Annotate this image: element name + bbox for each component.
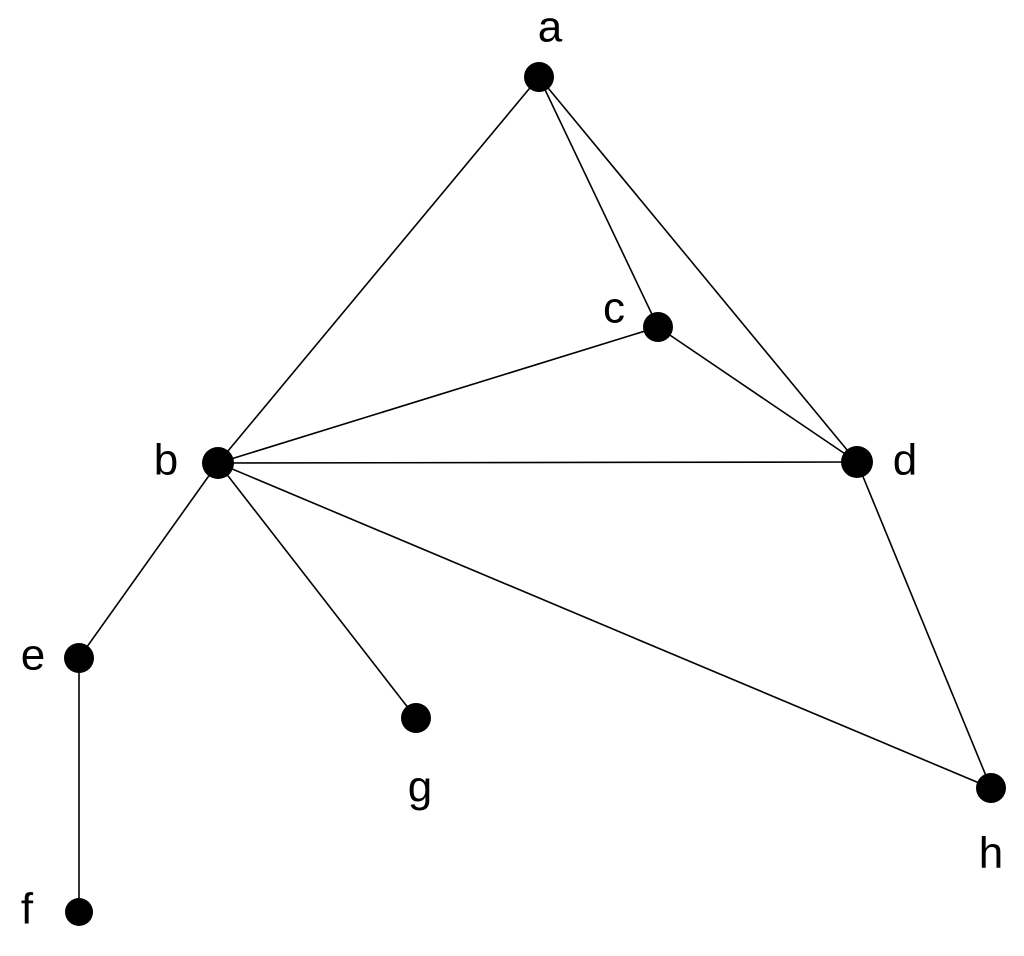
edge-a-d [538,76,858,463]
edges-layer [78,76,992,912]
node-b [202,447,234,479]
edge-b-d [217,461,858,464]
node-label-f: f [21,885,34,934]
nodes-layer [64,62,1006,926]
node-f [65,898,93,926]
node-e [64,643,94,673]
labels-layer: a b c d e f g h [21,3,1003,934]
node-label-d: d [893,436,917,485]
edge-a-b [217,76,540,464]
node-label-b: b [154,436,178,485]
edge-b-g [217,462,417,719]
edge-b-c [217,326,659,464]
node-label-e: e [21,631,45,680]
edge-b-e [78,462,219,659]
edge-a-c [538,76,659,328]
node-label-a: a [538,3,563,52]
node-label-c: c [603,284,625,333]
node-a [524,62,554,92]
node-d [841,446,873,478]
node-c [643,312,673,342]
edge-b-h [217,462,992,789]
node-h [976,773,1006,803]
node-label-g: g [408,763,432,812]
edge-c-d [657,326,858,463]
edge-d-h [856,461,992,789]
node-g [401,703,431,733]
node-label-h: h [979,829,1003,878]
